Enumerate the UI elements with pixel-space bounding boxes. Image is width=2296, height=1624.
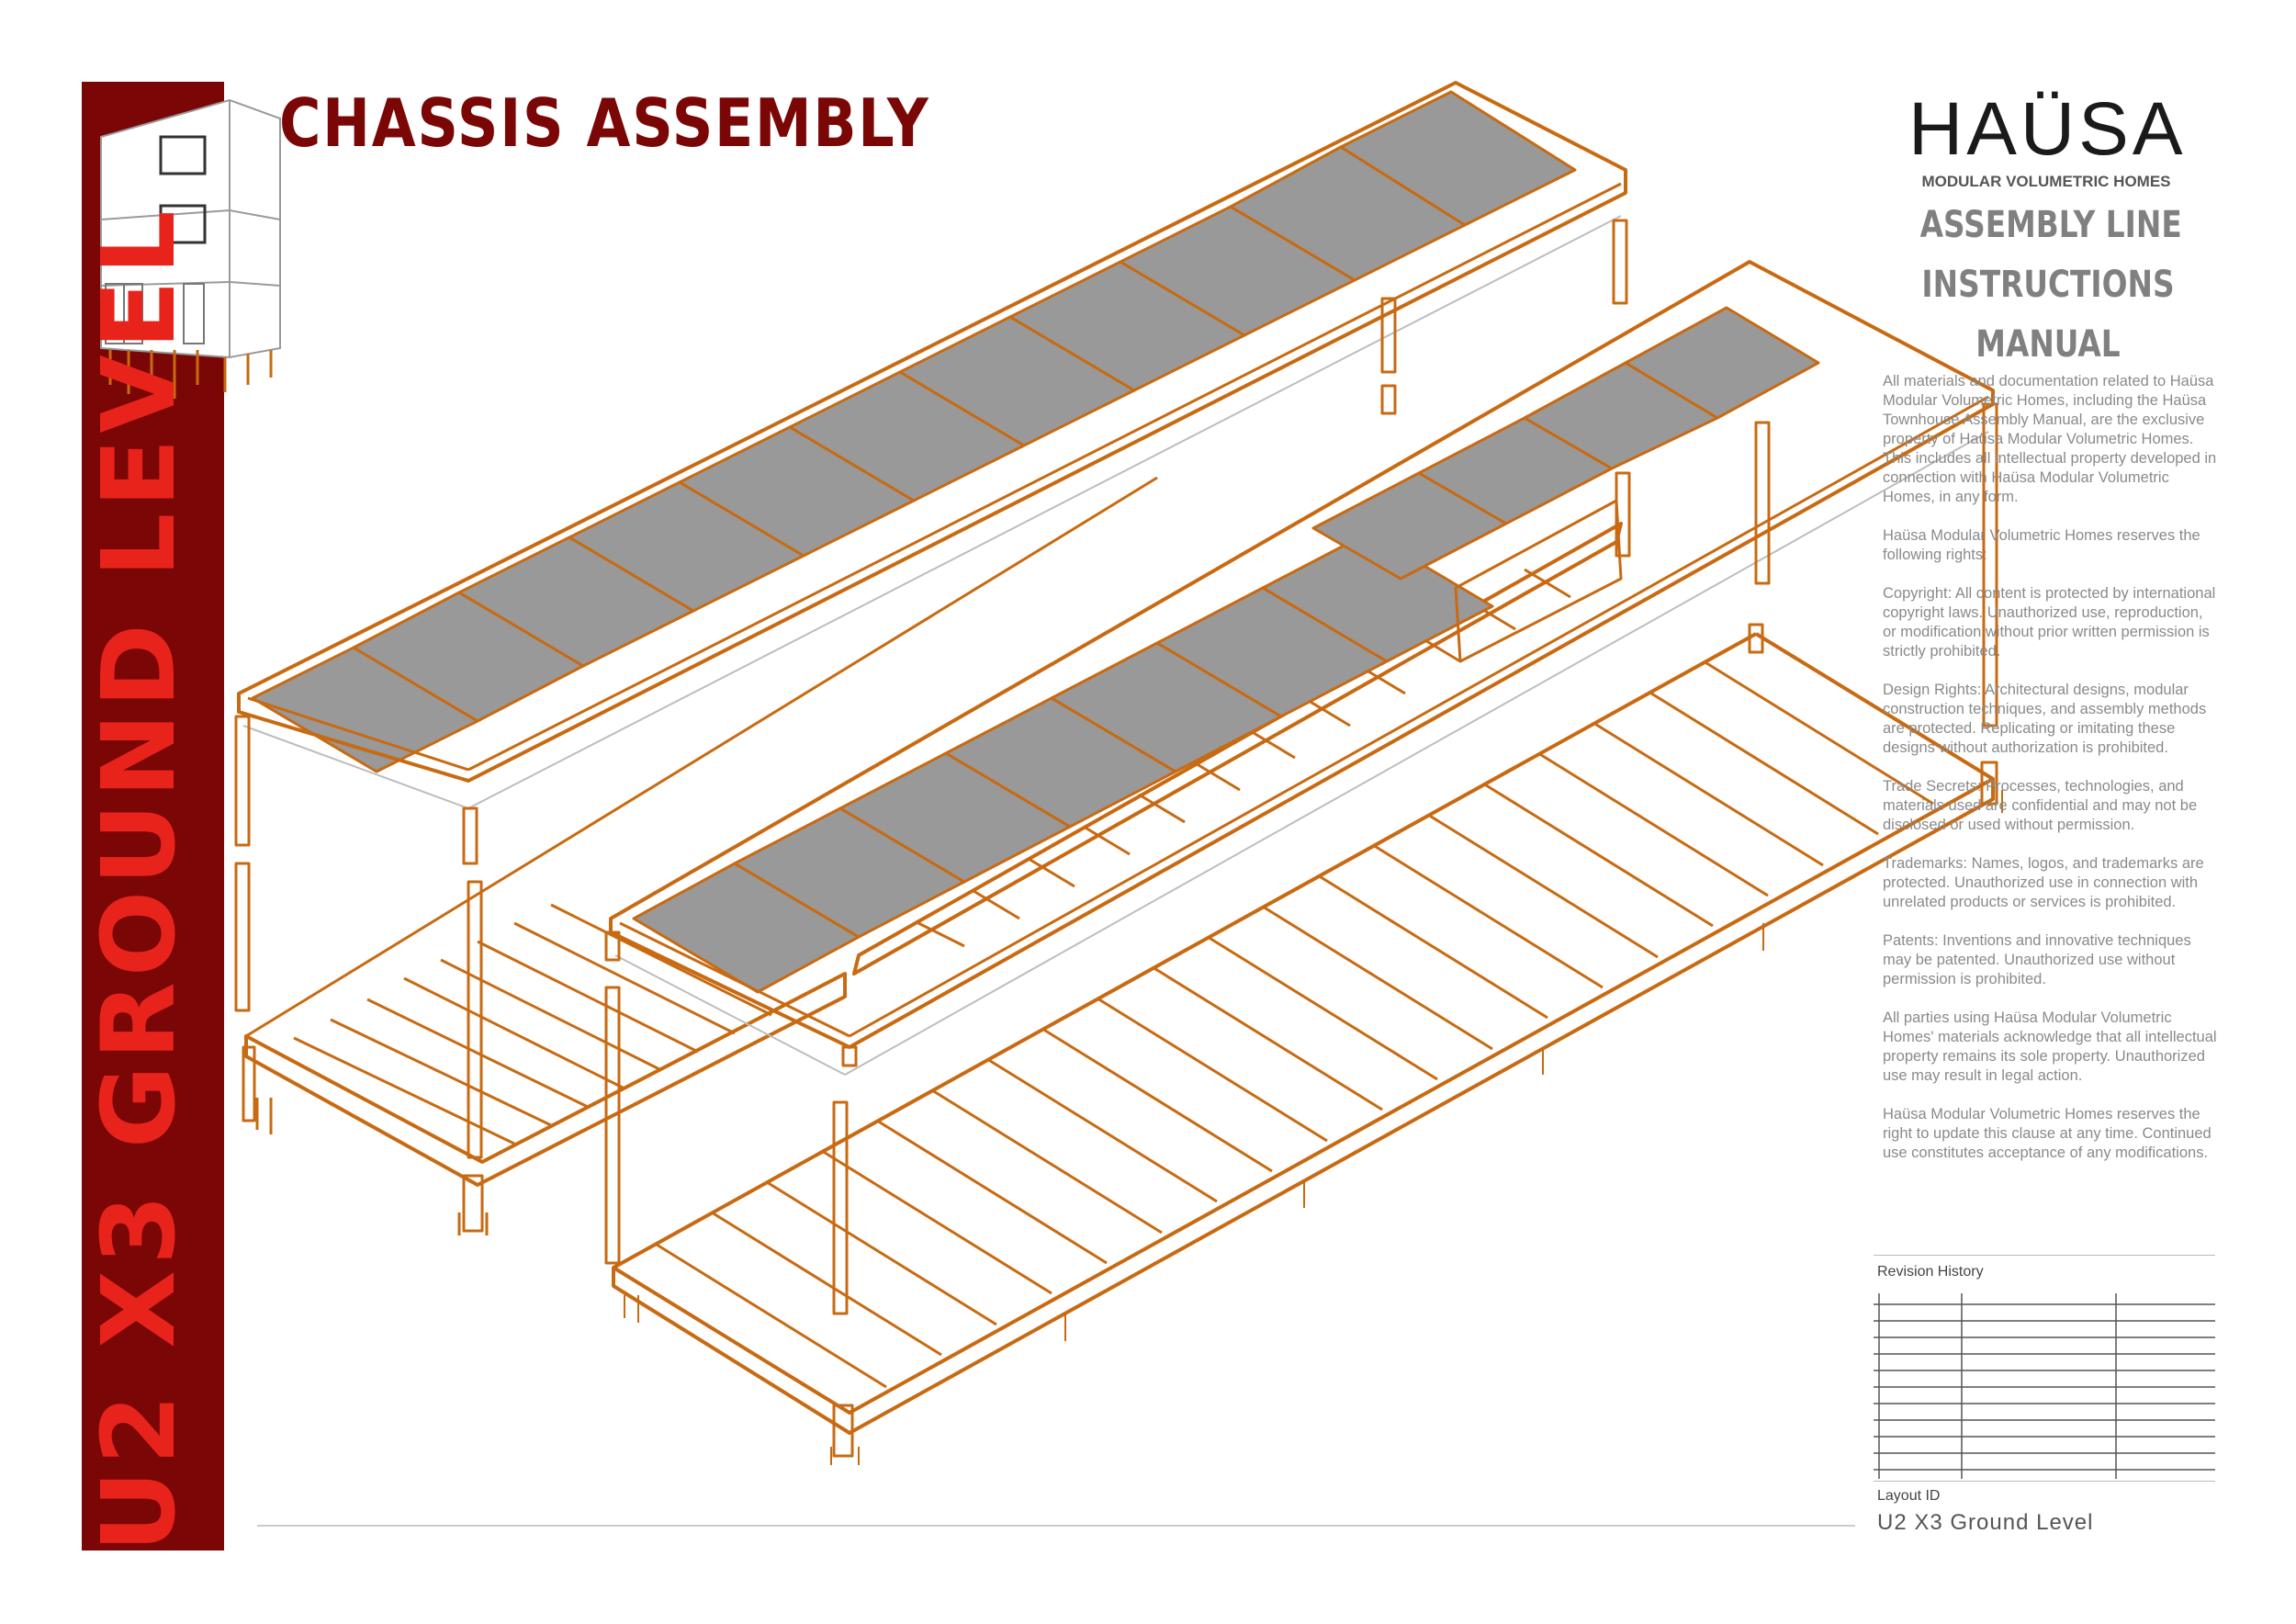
revision-history-table: [1874, 1293, 2215, 1479]
legal-paragraph: Haüsa Modular Volumetric Homes reserves …: [1883, 1106, 2212, 1161]
manual-title-line-2: INSTRUCTIONS: [1921, 264, 2175, 306]
revision-divider: [1874, 1255, 2215, 1256]
center-posts: [604, 402, 1998, 1315]
middle-floor-frame: [852, 522, 1623, 976]
lower-right-floor: [612, 623, 2003, 1465]
manual-title-line-1: ASSEMBLY LINE: [1919, 204, 2182, 246]
bottom-rule: [257, 1525, 1855, 1527]
legal-paragraph: All parties using Haüsa Modular Volumetr…: [1883, 1009, 2217, 1084]
legal-notice: All materials and documentation related …: [1883, 372, 2218, 1182]
manual-title-line-3: MANUAL: [1975, 323, 2121, 366]
revision-history-label: Revision History: [1877, 1264, 1984, 1280]
upper-left-deck: [237, 81, 1627, 809]
legal-paragraph: Trademarks: Names, logos, and trademarks…: [1883, 855, 2204, 910]
building-thumbnail: [100, 98, 281, 399]
legal-paragraph: Haüsa Modular Volumetric Homes reserves …: [1883, 527, 2200, 563]
legal-paragraph: Patents: Inventions and innovative techn…: [1883, 932, 2191, 987]
legal-paragraph: Trade Secrets: Processes, technologies, …: [1883, 778, 2198, 833]
upper-left-posts: [234, 219, 1628, 1012]
layout-id-value: U2 X3 Ground Level: [1877, 1510, 2094, 1535]
center-deck: [609, 260, 1995, 1076]
brand-wordmark: HAÜSA: [1908, 87, 2187, 171]
layout-id-label: Layout ID: [1877, 1488, 1941, 1504]
brand-tagline: MODULAR VOLUMETRIC HOMES: [1921, 173, 2171, 190]
lower-left-floor: [242, 476, 1158, 1235]
layout-divider: [1874, 1481, 2215, 1482]
legal-paragraph: Copyright: All content is protected by i…: [1883, 585, 2216, 660]
legal-paragraph: Design Rights: Architectural designs, mo…: [1883, 682, 2207, 756]
page-title: CHASSIS ASSEMBLY: [279, 85, 930, 162]
legal-paragraph: All materials and documentation related …: [1883, 373, 2217, 505]
